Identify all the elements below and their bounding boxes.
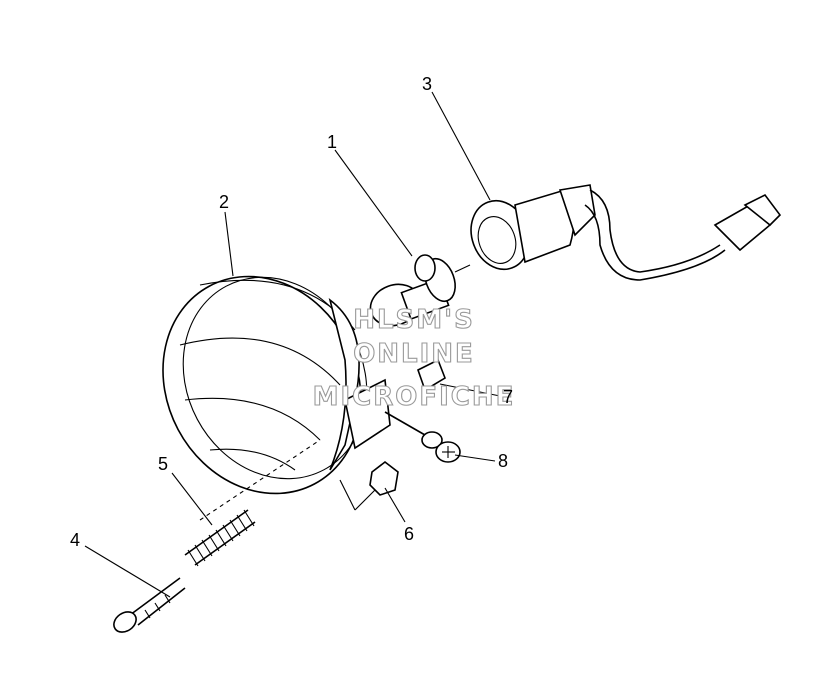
screw [384,411,461,463]
callout-2: 2 [219,192,229,212]
spring [184,509,256,567]
callout-8: 8 [498,451,508,471]
callout-4: 4 [70,530,80,550]
bulb-socket [470,184,782,281]
callout-7: 7 [503,387,513,407]
watermark-line-1: HLSM'S [353,305,475,335]
bulb [369,254,471,327]
bracket [417,358,446,392]
nut [369,460,399,496]
watermark-line-3: MICROFICHE [313,382,516,412]
headlight-lens-assembly [162,275,391,521]
callout-3: 3 [422,74,432,94]
callout-5: 5 [158,454,168,474]
callout-6: 6 [404,524,414,544]
callout-1: 1 [327,132,337,152]
watermark-line-2: ONLINE [353,339,475,369]
bolt [113,577,186,633]
leader-lines [84,91,501,598]
watermark: HLSM'S ONLINE MICROFICHE [312,304,516,412]
